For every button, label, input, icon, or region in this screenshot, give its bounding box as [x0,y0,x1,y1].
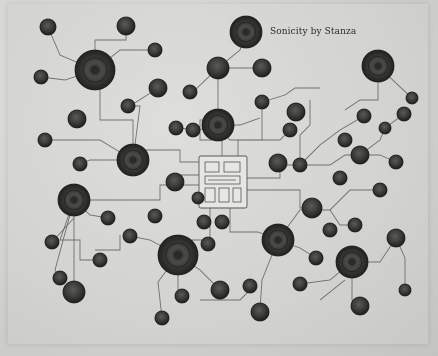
speaker-icon [202,109,234,141]
speaker-icon [186,123,200,137]
speaker-icon [40,19,56,35]
speaker-icon [287,103,305,121]
speaker-icon [93,253,107,267]
speaker-icon [399,284,411,296]
speaker-icon [169,121,183,135]
speaker-icon [215,215,229,229]
speaker-icon [58,184,90,216]
speaker-icon [192,192,204,204]
speaker-icon [149,79,167,97]
speaker-icon [302,198,322,218]
speaker-icon [389,155,403,169]
speaker-icon [283,123,297,137]
speaker-icon [75,50,115,90]
speaker-icon [175,289,189,303]
speaker-icon [158,235,198,275]
speaker-icon [121,99,135,113]
speaker-icon [357,109,371,123]
speaker-icon [406,92,418,104]
speaker-icon [38,133,52,147]
speaker-icon [293,277,307,291]
speaker-icon [351,146,369,164]
speaker-icon [211,281,229,299]
speaker-icon [117,144,149,176]
speaker-icon [45,235,59,249]
speaker-icon [230,16,262,48]
speaker-icon [262,224,294,256]
speaker-icon [387,229,405,247]
circuit-board-icon [199,156,247,208]
speaker-icon [166,173,184,191]
speaker-icon [309,251,323,265]
speaker-icon [183,85,197,99]
speaker-icon [73,157,87,171]
speaker-icon [155,311,169,325]
speaker-icon [348,218,362,232]
speaker-icon [117,17,135,35]
speaker-icon [379,122,391,134]
speaker-icon [323,223,337,237]
speaker-icon [338,133,352,147]
speaker-icon [197,215,211,229]
speaker-icon [201,237,215,251]
speaker-icon [63,281,85,303]
speaker-icon [253,59,271,77]
speaker-icon [293,158,307,172]
speaker-icon [333,171,347,185]
speaker-icon [243,279,257,293]
speaker-icon [255,95,269,109]
speaker-icon [123,229,137,243]
speaker-icon [101,211,115,225]
speaker-icon [148,209,162,223]
speaker-icon [53,271,67,285]
speaker-icon [336,246,368,278]
speaker-icon [373,183,387,197]
speaker-icon [207,57,229,79]
artwork-caption: Sonicity by Stanza [270,27,356,37]
speaker-icon [397,107,411,121]
speaker-icon [362,50,394,82]
speaker-icon [148,43,162,57]
speaker-icon [351,297,369,315]
speaker-icon [68,110,86,128]
speaker-icon [34,70,48,84]
speaker-icon [251,303,269,321]
speaker-icon [269,154,287,172]
